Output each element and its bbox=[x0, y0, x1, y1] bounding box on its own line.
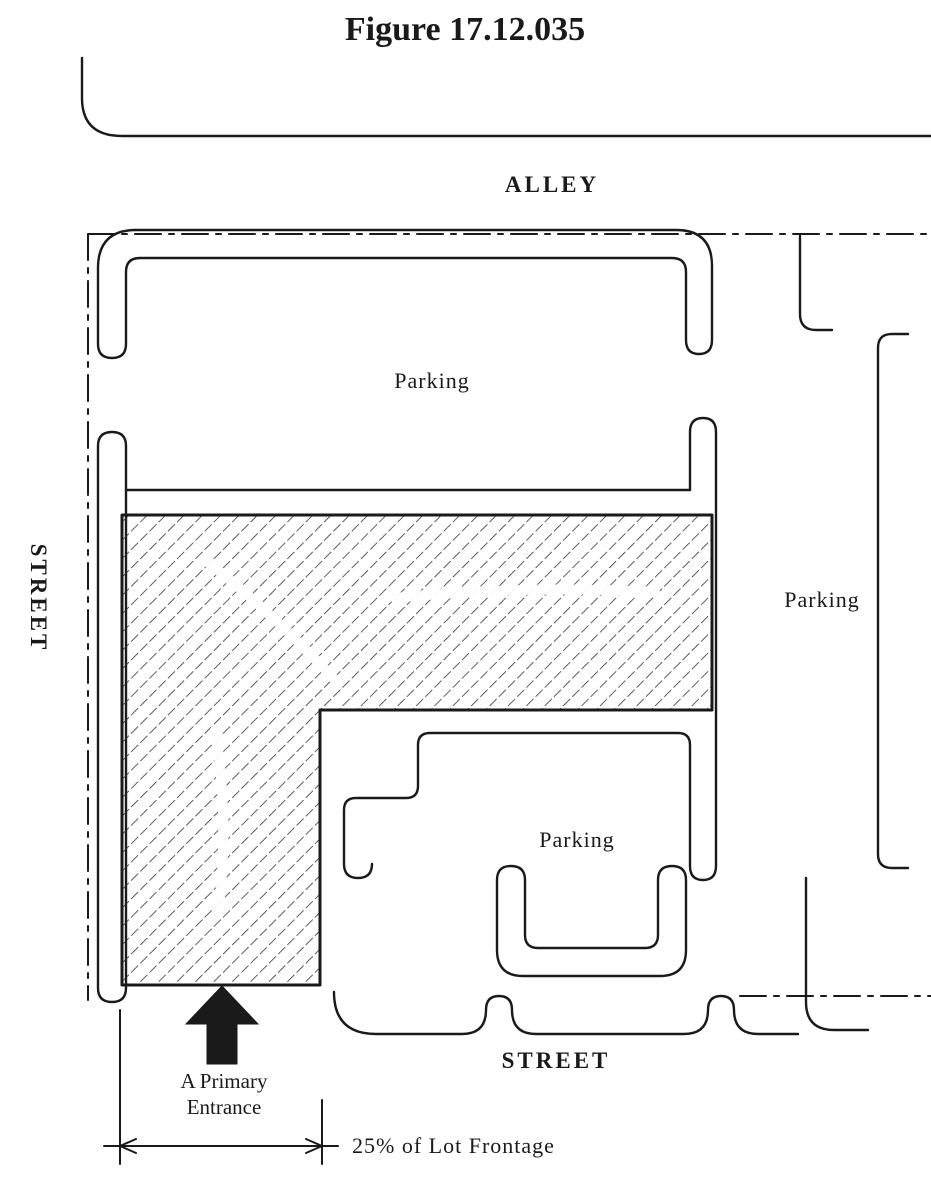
bottom-parking-island-curb bbox=[495, 864, 688, 978]
hatch-clearing-left bbox=[210, 725, 229, 920]
primary-entrance-label-line1: A Primary bbox=[181, 1069, 268, 1093]
alley-label: ALLEY bbox=[505, 172, 599, 197]
parking-right-label: Parking bbox=[784, 587, 859, 612]
alley-east-curb-return bbox=[798, 234, 834, 332]
building-footprint bbox=[120, 513, 714, 987]
alley-south-curb bbox=[96, 228, 714, 360]
west-street-curb bbox=[96, 430, 128, 1004]
hatch-clearing-top bbox=[390, 584, 660, 603]
frontage-label: 25% of Lot Frontage bbox=[352, 1133, 555, 1158]
parking-top-label: Parking bbox=[394, 368, 469, 393]
street-bottom-label: STREET bbox=[502, 1048, 611, 1073]
alley-north-curb-line bbox=[80, 56, 931, 138]
east-curb-and-bottom-parking-boundary bbox=[342, 416, 718, 882]
primary-entrance-arrow bbox=[184, 985, 260, 1065]
primary-entrance-label-line2: Entrance bbox=[187, 1095, 262, 1119]
hatch-clearing-corner bbox=[200, 555, 340, 685]
dimension-arrowheads bbox=[119, 1138, 323, 1154]
south-street-curb bbox=[332, 990, 800, 1036]
east-street-far-curb bbox=[876, 332, 910, 870]
street-left-label: STREET bbox=[26, 544, 51, 653]
south-street-curb-far-right bbox=[804, 876, 870, 1032]
figure-title: Figure 17.12.035 bbox=[345, 11, 585, 48]
parking-bottom-label: Parking bbox=[539, 827, 614, 852]
